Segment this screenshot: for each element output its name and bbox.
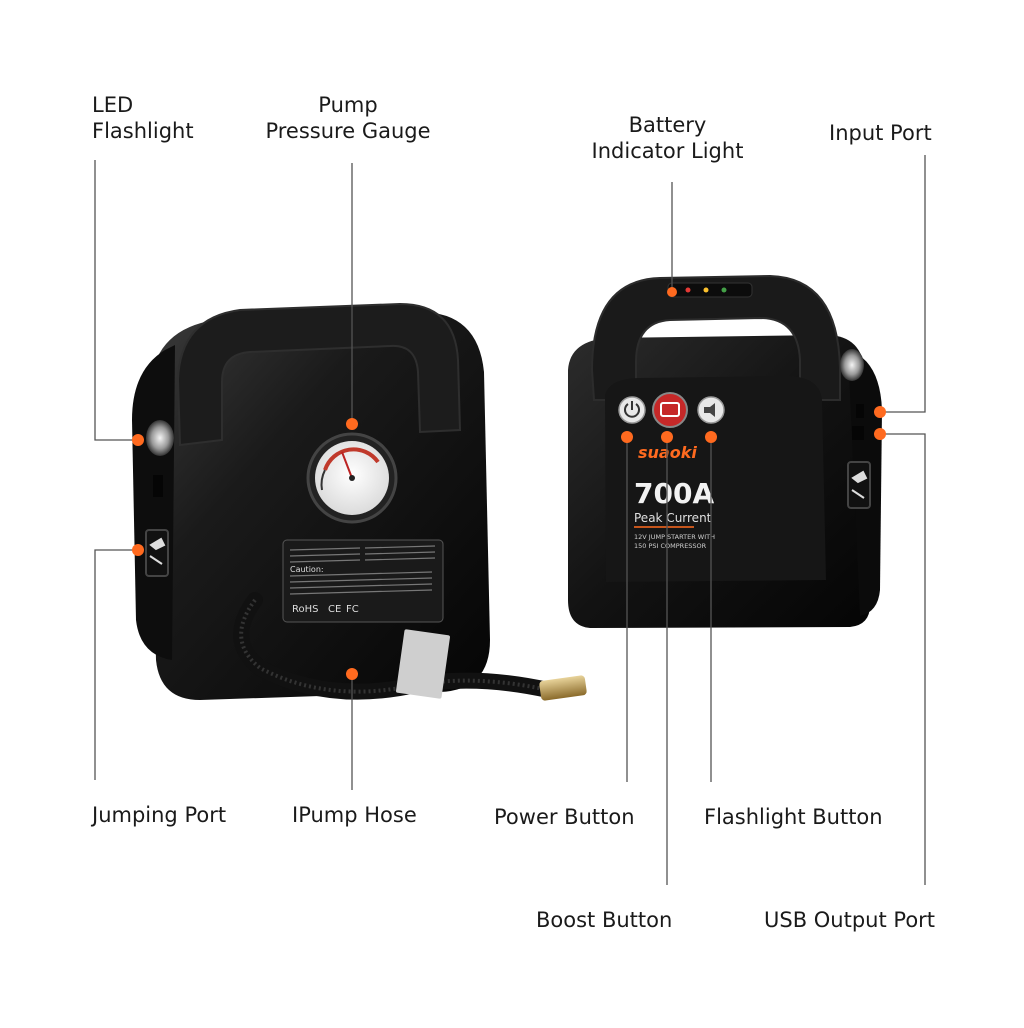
label-led-flashlight-line-2: Flashlight (92, 119, 194, 143)
clamp-icon (149, 537, 166, 565)
battery-led-1 (685, 287, 691, 293)
right-led-lamp (840, 349, 864, 381)
label-battery-indicator: Battery Indicator Light (585, 112, 750, 164)
label-usb-output-port: USB Output Port (764, 908, 936, 932)
label-boost-button: Boost Button (536, 908, 673, 932)
boost-button[interactable] (652, 392, 688, 428)
label-led-flashlight: LED Flashlight (92, 92, 194, 144)
spec-label-caution: Caution: (290, 565, 324, 574)
label-flashlight-button: Flashlight Button (704, 805, 883, 829)
right-unit: suaoki 700A Peak Current 12V JUMP STARTE… (568, 274, 882, 628)
leader-led-flashlight (94, 160, 136, 441)
label-pump-hose: IPump Hose (292, 803, 417, 827)
spec-label-rohs: RoHS (292, 604, 318, 615)
pump-hose-nozzle (539, 675, 587, 701)
left-port-usb[interactable] (153, 475, 163, 497)
dot-pump-hose (346, 668, 358, 680)
brand-logo: suaoki (638, 443, 697, 462)
pump-hose-tag (396, 629, 450, 699)
right-port-usb[interactable] (852, 426, 864, 440)
dot-jumping-port (132, 544, 144, 556)
dot-flashlight-button (705, 431, 717, 443)
front-panel (605, 376, 826, 582)
left-led-lamp (146, 420, 174, 456)
right-port-input[interactable] (856, 404, 864, 418)
dot-power-button (621, 431, 633, 443)
power-icon (624, 403, 640, 418)
label-battery-line-1: Battery (628, 113, 707, 137)
dot-input-port (874, 406, 886, 418)
spec-label-fc: FC (346, 604, 359, 615)
dot-battery-indicator (667, 287, 677, 297)
flashlight-button[interactable] (697, 396, 725, 424)
badge-subtitle: Peak Current (634, 511, 712, 525)
right-unit-handle[interactable] (590, 274, 841, 401)
leader-usb-output (882, 433, 926, 885)
dot-pump-gauge (346, 418, 358, 430)
badge-value: 700A (634, 477, 714, 510)
label-led-flashlight-line-1: LED (92, 93, 134, 117)
left-unit: Caution: RoHS CE FC (132, 302, 587, 701)
spec-label: Caution: RoHS CE FC (282, 539, 444, 623)
badge-line-2: 150 PSI COMPRESSOR (634, 542, 707, 550)
label-pump-gauge-line-2: Pressure Gauge (265, 119, 431, 143)
dot-usb-output (874, 428, 886, 440)
label-input-port: Input Port (829, 121, 932, 145)
left-port-jumping[interactable] (145, 529, 169, 577)
leader-lines (94, 155, 926, 885)
battery-indicator-panel (667, 282, 753, 298)
leader-input-port (882, 155, 926, 413)
power-button[interactable] (618, 396, 646, 424)
spec-label-ce: CE (328, 604, 341, 615)
label-pump-gauge-line-1: Pump (318, 93, 378, 117)
pressure-gauge-icon (306, 432, 398, 524)
badge-line-1: 12V JUMP STARTER WITH (634, 533, 715, 541)
engine-boost-icon (660, 402, 680, 417)
label-power-button: Power Button (494, 805, 635, 829)
dot-boost-button (661, 431, 673, 443)
flashlight-icon (704, 403, 715, 417)
label-battery-line-2: Indicator Light (591, 139, 744, 163)
dot-led-flashlight (132, 434, 144, 446)
label-jumping-port: Jumping Port (92, 803, 227, 827)
left-unit-side-panel (132, 345, 175, 660)
leader-jumping-port (94, 549, 136, 780)
callout-dots (132, 287, 886, 680)
label-pump-pressure-gauge: Pump Pressure Gauge (258, 92, 438, 144)
battery-led-3 (721, 287, 727, 293)
right-port-jumping[interactable] (847, 461, 871, 509)
left-unit-handle[interactable] (176, 302, 462, 447)
battery-led-2 (703, 287, 709, 293)
